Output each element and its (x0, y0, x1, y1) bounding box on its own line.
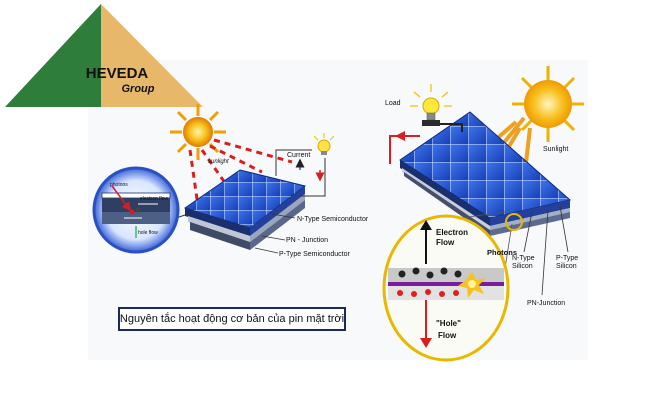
caption-box: Nguyên tắc hoạt động cơ bản của pin mặt … (118, 307, 346, 331)
logo-left-triangle (5, 4, 101, 107)
caption-text: Nguyên tắc hoạt động cơ bản của pin mặt … (120, 313, 344, 325)
electron-flow-label-1: Electron (436, 228, 468, 237)
right-p-type-label-1: P-Type (556, 255, 578, 262)
logo-brand-text: HEVEDA (86, 65, 149, 82)
right-sunlight-label: Sunlight (543, 146, 568, 153)
logo-group-text: Group (122, 83, 155, 95)
current-label: Current (287, 152, 310, 159)
left-sunlight-label: sunlight (208, 159, 229, 165)
inset-electron-flow-label: electron flow (140, 196, 168, 202)
p-type-label: P-Type Semiconductor (279, 251, 350, 258)
right-n-type-label-2: Silicon (512, 263, 533, 270)
right-sun-icon (512, 66, 584, 142)
hole-flow-label-2: Flow (438, 331, 457, 340)
load-label: Load (385, 100, 401, 107)
photons-label: Photons (487, 248, 517, 257)
hole-flow-label-1: "Hole" (436, 319, 461, 328)
heveda-logo: HEVEDA Group (5, 4, 203, 107)
right-pn-junction-label: PN-Junction (527, 300, 565, 307)
pn-junction-label: PN - Junction (286, 237, 328, 244)
left-sun-icon (170, 104, 226, 160)
n-type-label: N-Type Semiconductor (297, 216, 369, 223)
inset-hole-flow-label: hole flow (138, 230, 158, 236)
right-p-type-label-2: Silicon (556, 263, 577, 270)
electron-flow-label-2: Flow (436, 238, 455, 247)
inset-photons-label: photons (110, 182, 128, 188)
